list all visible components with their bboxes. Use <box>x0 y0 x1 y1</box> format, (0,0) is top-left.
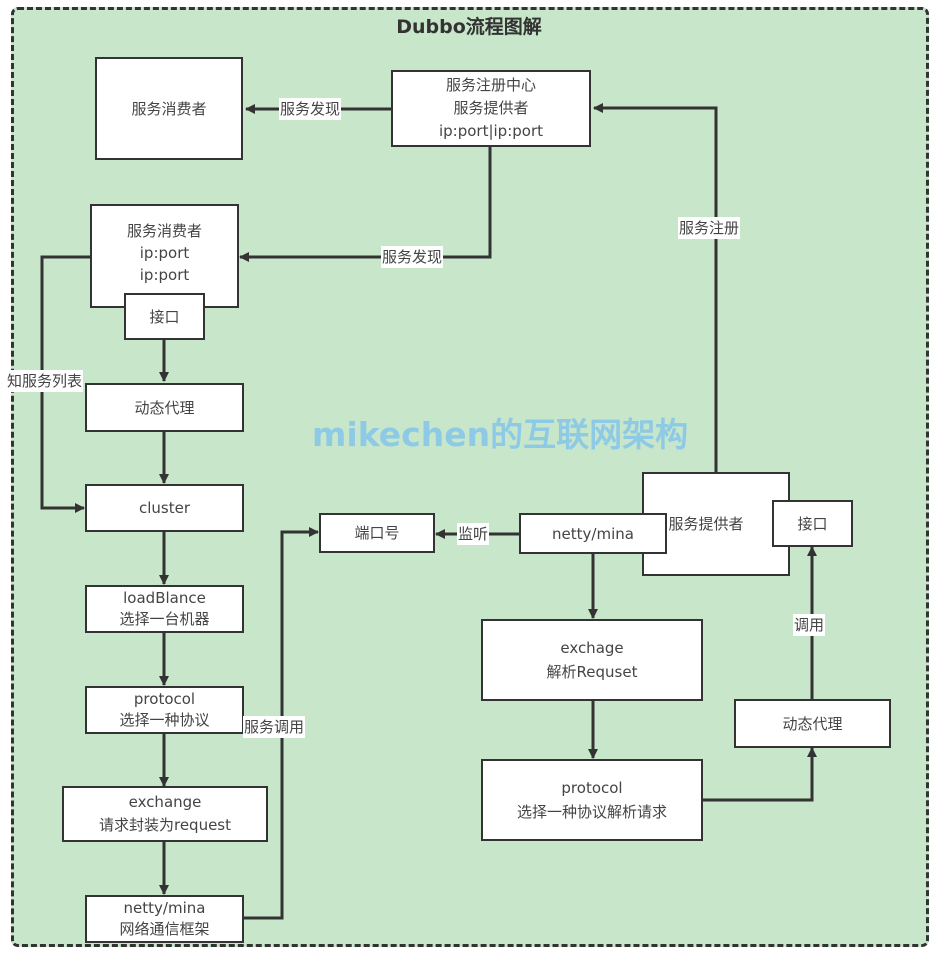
node-provider-proxy[interactable]: 动态代理 <box>734 699 891 748</box>
node-label: loadBlance <box>123 589 206 607</box>
node-cluster[interactable]: cluster <box>85 484 244 532</box>
node-label: 服务提供者 <box>668 515 744 533</box>
edge-label-discover-top: 服务发现 <box>279 98 342 120</box>
edge-label-call: 调用 <box>793 614 826 636</box>
node-label: netty/mina <box>123 899 206 917</box>
node-label: 服务注册中心 <box>445 76 536 94</box>
edge-discover <box>239 142 492 262</box>
node-label: 服务消费者 <box>131 99 207 118</box>
node-label: 服务消费者 <box>126 222 202 240</box>
node-label: 请求封装为request <box>98 816 232 834</box>
node-label: 接口 <box>149 307 180 326</box>
node-label: 网络通信框架 <box>119 920 210 938</box>
edge-register <box>593 103 718 473</box>
edge-protocol-proxy <box>703 747 817 802</box>
node-label: 接口 <box>797 514 828 533</box>
node-label: protocol <box>561 779 623 797</box>
node-consumer-protocol[interactable]: protocol 选择一种协议 <box>85 686 244 734</box>
node-label: 动态代理 <box>782 714 843 733</box>
node-provider-netty[interactable]: netty/mina <box>519 513 667 554</box>
node-label: exchage <box>560 639 624 657</box>
node-label: ip:port|ip:port <box>438 122 544 140</box>
node-label: cluster <box>138 499 190 517</box>
node-label: netty/mina <box>552 524 634 543</box>
node-consumer-top[interactable]: 服务消费者 <box>95 57 243 160</box>
node-port[interactable]: 端口号 <box>319 513 435 553</box>
node-consumer-netty[interactable]: netty/mina 网络通信框架 <box>85 895 244 943</box>
node-label: ip:port <box>139 266 190 284</box>
node-label: 解析Requset <box>546 663 638 681</box>
node-registry[interactable]: 服务注册中心 服务提供者 ip:port|ip:port <box>391 70 591 147</box>
node-consumer-proxy[interactable]: 动态代理 <box>85 383 244 432</box>
node-provider-exchange[interactable]: exchage 解析Requset <box>481 619 703 701</box>
node-consumer-interface[interactable]: 接口 <box>124 293 205 340</box>
node-label: protocol <box>133 690 196 708</box>
node-label: 选择一种协议 <box>119 711 210 729</box>
node-label: 选择一台机器 <box>119 610 210 628</box>
node-provider-protocol[interactable]: protocol 选择一种协议解析请求 <box>481 759 703 841</box>
node-consumer-exchange[interactable]: exchange 请求封装为request <box>62 786 268 842</box>
edge-label-listen: 监听 <box>457 523 490 545</box>
watermark: mikechen的互联网架构 <box>312 415 689 454</box>
edge-label-register: 服务注册 <box>678 217 741 239</box>
node-label: 端口号 <box>354 524 400 542</box>
node-label: 动态代理 <box>134 398 195 417</box>
edge-label-service-list: 知服务列表 <box>6 370 84 392</box>
edge-label-invoke: 服务调用 <box>243 716 306 738</box>
node-label: 选择一种协议解析请求 <box>516 803 667 821</box>
node-label: 服务提供者 <box>453 99 529 117</box>
node-label: ip:port <box>139 244 190 262</box>
edge-label-discover: 服务发现 <box>381 246 444 268</box>
node-label: exchange <box>128 793 202 811</box>
diagram-title: Dubbo流程图解 <box>396 16 542 38</box>
node-loadbalance[interactable]: loadBlance 选择一台机器 <box>85 585 244 633</box>
node-provider-interface[interactable]: 接口 <box>772 500 853 547</box>
